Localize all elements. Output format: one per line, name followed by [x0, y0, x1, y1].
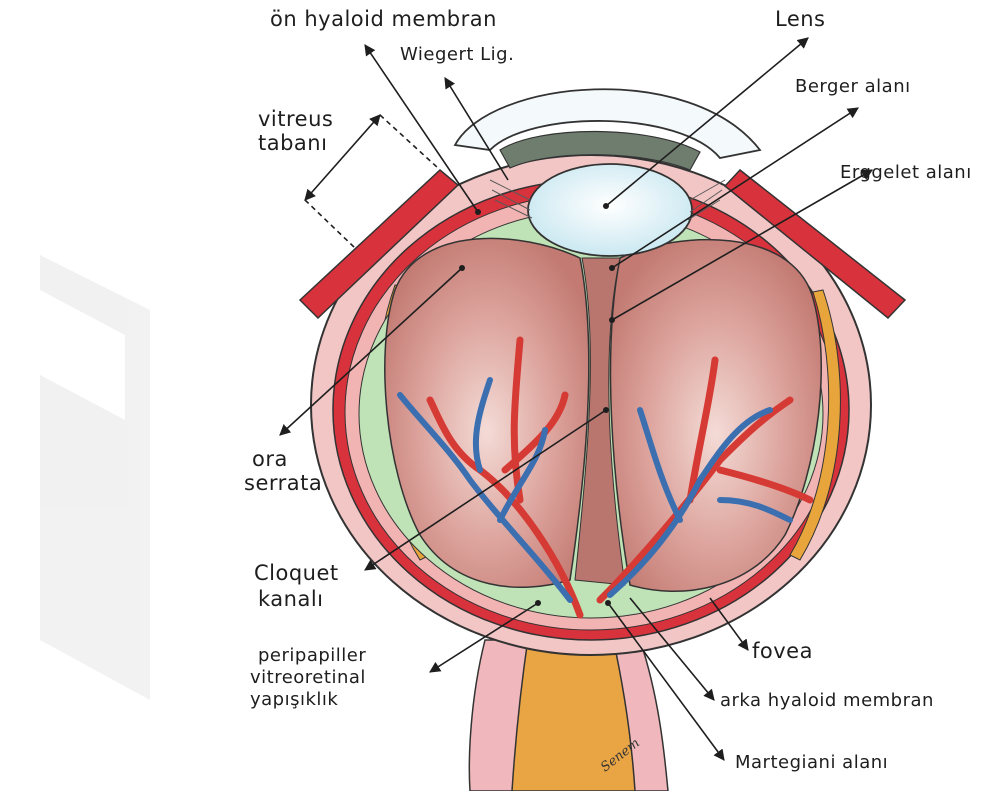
- label-ora-line2: serrata: [244, 472, 322, 494]
- label-erggelet-alani: Erggelet alanı: [840, 162, 972, 184]
- label-peripapiller-line3: yapışıklık: [250, 689, 338, 711]
- label-fovea: fovea: [752, 640, 813, 662]
- label-wiegert-lig: Wiegert Lig.: [400, 44, 514, 66]
- label-vitreus-line2: tabanı: [258, 132, 327, 154]
- label-peripapiller-line1: peripapiller: [258, 645, 366, 667]
- lens-shape: [528, 164, 692, 256]
- label-lens: Lens: [775, 8, 826, 30]
- label-ora-line1: ora: [252, 448, 288, 470]
- label-arka-hyaloid-membran: arka hyaloid membran: [720, 690, 934, 712]
- label-on-hyaloid-membran: ön hyaloid membran: [270, 8, 497, 30]
- label-cloquet-line1: Cloquet: [254, 562, 339, 584]
- watermark-logo: [40, 255, 150, 700]
- label-martegiani-alani: Martegiani alanı: [735, 752, 888, 774]
- label-peripapiller-line2: vitreoretinal: [250, 667, 366, 689]
- label-vitreus-line1: vitreus: [258, 108, 333, 130]
- label-berger-alani: Berger alanı: [795, 76, 911, 98]
- label-cloquet-line2: kanalı: [258, 588, 324, 610]
